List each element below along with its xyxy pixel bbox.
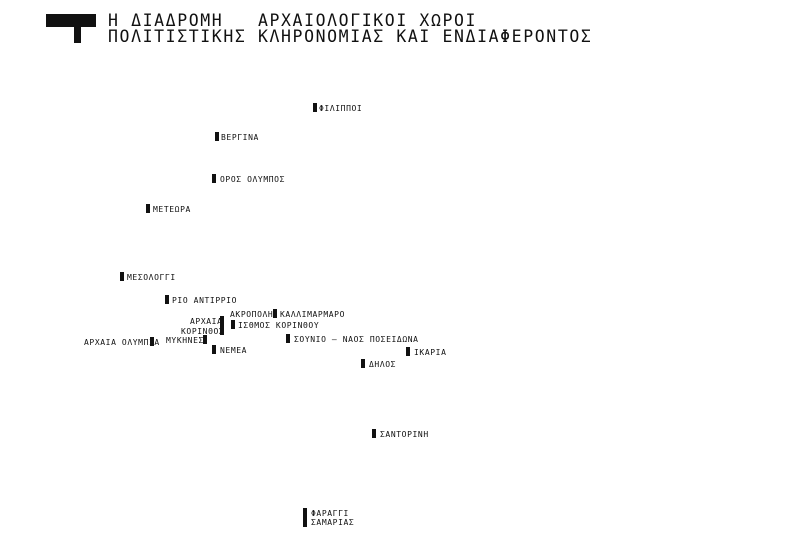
site-marker-rio-antirrio[interactable]	[165, 295, 169, 304]
site-label-faraggi-samarias-2[interactable]: ΣΑΜΑΡΙΑΣ	[311, 518, 355, 527]
site-label-kallimarmaro[interactable]: ΚΑΛΛΙΜΑΡΜΑΡΟ	[280, 310, 345, 319]
site-label-ikaria[interactable]: ΙΚΑΡΙΑ	[414, 348, 447, 357]
site-label-mesolongi[interactable]: ΜΕΣΟΛΟΓΓΙ	[127, 273, 176, 282]
site-marker-mykines[interactable]	[203, 335, 207, 344]
site-label-oros-olympos[interactable]: ΟΡΟΣ ΟΛΥΜΠΟΣ	[220, 175, 285, 184]
site-marker-nemea[interactable]	[212, 345, 216, 354]
site-label-dilos[interactable]: ΔΗΛΟΣ	[369, 360, 397, 369]
site-marker-archaia-korinthos[interactable]	[220, 316, 224, 335]
site-marker-mesolongi[interactable]	[120, 272, 124, 281]
logo-stem	[74, 27, 81, 43]
route-logo	[46, 14, 96, 44]
site-label-sounio[interactable]: ΣΟΥΝΙΟ – ΝΑΟΣ ΠΟΣΕΙΔΩΝΑ	[294, 335, 419, 344]
site-marker-ikaria[interactable]	[406, 347, 410, 356]
site-label-archaia-korinthos-1[interactable]: ΑΡΧΑΙΑ	[190, 317, 223, 326]
page-title: Η ΔΙΑΔΡΟΜΗ ΑΡΧΑΙΟΛΟΓΙΚΟΙ ΧΩΡΟΙ	[108, 11, 478, 30]
site-label-akropoli[interactable]: ΑΚΡΟΠΟΛΗ	[230, 310, 274, 319]
page-subtitle: ΠΟΛΙΤΙΣΤΙΚΗΣ ΚΛΗΡΟΝΟΜΙΑΣ ΚΑΙ ΕΝΔΙΑΦΕΡΟΝΤ…	[108, 27, 593, 46]
site-label-faraggi-samarias-1[interactable]: ΦΑΡΑΓΓΙ	[311, 509, 349, 518]
site-label-nemea[interactable]: ΝΕΜΕΑ	[220, 346, 248, 355]
site-label-rio-antirrio[interactable]: ΡΙΟ ΑΝΤΙΡΡΙΟ	[172, 296, 237, 305]
site-marker-akropoli[interactable]	[273, 309, 277, 318]
site-marker-santorini[interactable]	[372, 429, 376, 438]
site-label-vergina[interactable]: ΒΕΡΓΙΝΑ	[221, 133, 259, 142]
site-marker-archaia-olympia[interactable]	[150, 337, 154, 346]
site-label-meteora[interactable]: ΜΕΤΕΩΡΑ	[153, 205, 191, 214]
site-label-filippoi[interactable]: ΦΙΛΙΠΠΟΙ	[319, 104, 363, 113]
site-label-mykines[interactable]: ΜΥΚΗΝΕΣ	[166, 336, 204, 345]
site-marker-faraggi-samarias[interactable]	[303, 508, 307, 527]
site-marker-oros-olympos[interactable]	[212, 174, 216, 183]
site-label-archaia-olympia[interactable]: ΑΡΧΑΙΑ ΟΛΥΜΠΙΑ	[84, 338, 160, 347]
site-marker-vergina[interactable]	[215, 132, 219, 141]
site-label-isthmos-korinthou[interactable]: ΙΣΘΜΟΣ ΚΟΡΙΝΘΟΥ	[238, 321, 320, 330]
site-marker-sounio[interactable]	[286, 334, 290, 343]
site-label-archaia-korinthos-2[interactable]: ΚΟΡΙΝΘΟΣ	[181, 327, 225, 336]
site-marker-isthmos-korinthou[interactable]	[231, 320, 235, 329]
site-marker-dilos[interactable]	[361, 359, 365, 368]
site-marker-meteora[interactable]	[146, 204, 150, 213]
site-marker-filippoi[interactable]	[313, 103, 317, 112]
logo-bar	[46, 14, 96, 27]
site-label-santorini[interactable]: ΣΑΝΤΟΡΙΝΗ	[380, 430, 429, 439]
